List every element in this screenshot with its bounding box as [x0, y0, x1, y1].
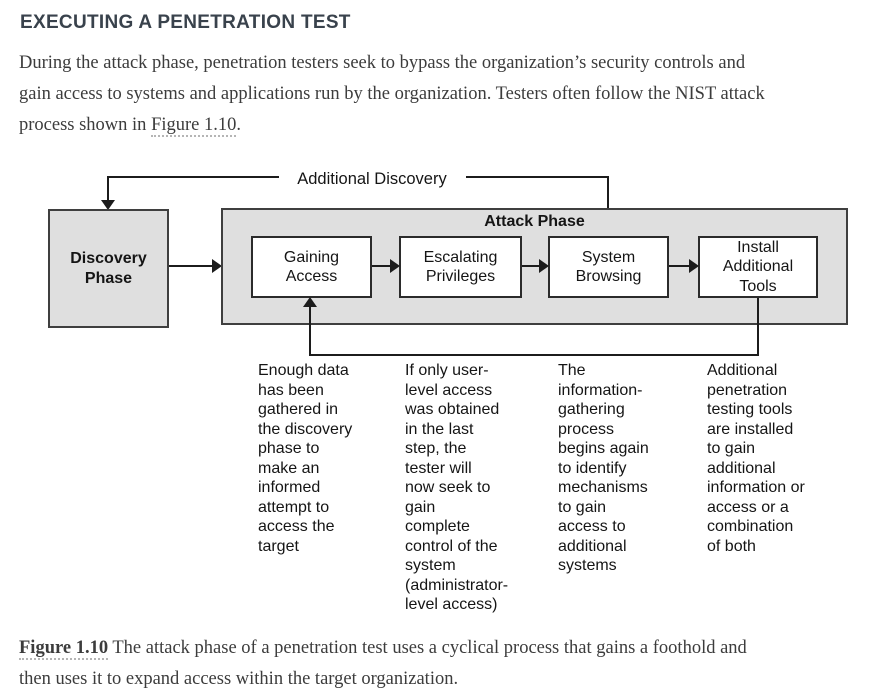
attack-phase-label: Attack Phase — [484, 213, 585, 230]
caption-figure-link[interactable]: Figure 1.10 — [19, 638, 109, 660]
note-install-additional-tools: Additional penetration testing tools are… — [707, 362, 805, 555]
loop-line-bottom — [309, 354, 759, 356]
caption-text: The attack phase of a penetration test u… — [19, 638, 747, 689]
discovery-phase-label: Discovery Phase — [70, 249, 147, 287]
feedback-label: Additional Discovery — [297, 170, 447, 188]
figure-caption: Figure 1.10 The attack phase of a penetr… — [19, 633, 865, 694]
step2-to-step3-line — [522, 265, 540, 267]
feedback-line-from-system-browsing — [607, 176, 609, 236]
arrow-right-icon — [539, 259, 549, 273]
figure-link[interactable]: Figure 1.10 — [151, 115, 237, 137]
step-box-system-browsing: System Browsing — [548, 236, 669, 298]
step-box-gaining-access: Gaining Access — [251, 236, 372, 298]
discovery-phase-box: Discovery Phase — [48, 209, 169, 328]
feedback-line-to-discovery — [107, 176, 109, 201]
loop-line-up — [309, 306, 311, 356]
step-box-install-additional-tools: Install Additional Tools — [698, 236, 818, 298]
note-gaining-access: Enough data has been gathered in the dis… — [258, 362, 353, 555]
note-escalating-privileges: If only user- level access was obtained … — [405, 362, 509, 613]
arrow-right-icon — [212, 259, 222, 273]
intro-text: During the attack phase, penetration tes… — [19, 53, 765, 135]
step-box-escalating-privileges: Escalating Privileges — [399, 236, 522, 298]
arrow-right-icon — [689, 259, 699, 273]
step3-to-step4-line — [669, 265, 690, 267]
loop-line-down — [757, 298, 759, 356]
step1-to-step2-line — [372, 265, 391, 267]
discovery-to-attack-line — [169, 265, 213, 267]
arrow-down-icon — [101, 200, 115, 210]
feedback-line-left — [107, 176, 279, 178]
note-system-browsing: The information- gathering process begin… — [558, 362, 649, 574]
section-heading: EXECUTING A PENETRATION TEST — [20, 12, 351, 33]
arrow-right-icon — [390, 259, 400, 273]
feedback-line-right — [466, 176, 609, 178]
intro-suffix: . — [236, 115, 241, 135]
arrow-up-icon — [303, 297, 317, 307]
intro-paragraph: During the attack phase, penetration tes… — [19, 48, 865, 141]
